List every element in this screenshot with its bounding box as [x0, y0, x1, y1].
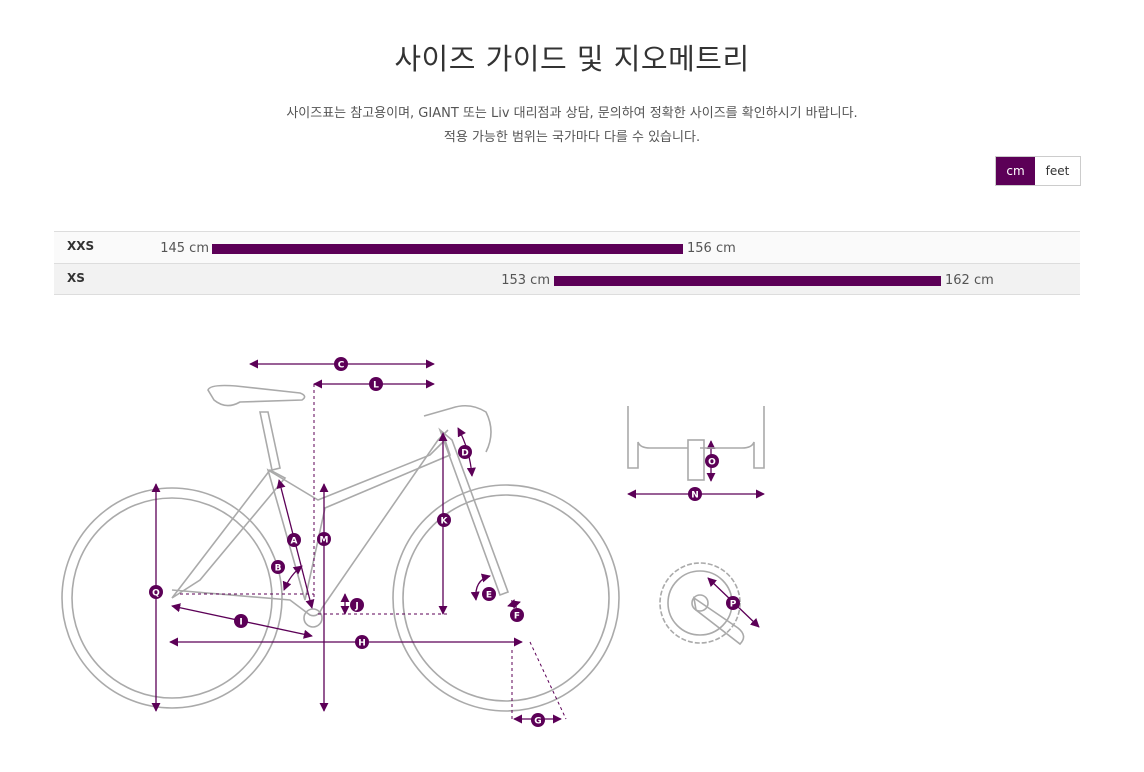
- geometry-diagram: A B C D E F G H I J K L M N O P Q: [61, 357, 765, 727]
- geometry-label-n: N: [688, 487, 702, 501]
- svg-text:E: E: [486, 591, 492, 601]
- size-label: XXS: [67, 239, 95, 253]
- size-row-xs: XS 153 cm 162 cm: [54, 263, 1080, 295]
- svg-text:P: P: [730, 600, 737, 610]
- svg-text:J: J: [354, 602, 358, 612]
- range-min-label: 153 cm: [501, 273, 550, 288]
- bike-outline: [61, 384, 620, 712]
- crank-center: [303, 608, 323, 628]
- size-note-line-1: 사이즈표는 참고용이며, GIANT 또는 Liv 대리점과 상담, 문의하여 …: [286, 106, 858, 121]
- height-range-bar: [212, 244, 683, 254]
- svg-text:N: N: [691, 491, 699, 501]
- geometry-label-e: E: [482, 587, 496, 601]
- height-range-bar: [554, 276, 941, 286]
- geometry-label-b: B: [271, 560, 285, 574]
- range-max-label: 162 cm: [945, 273, 994, 288]
- geometry-label-d: D: [458, 445, 472, 459]
- geometry-label-h: H: [355, 635, 369, 649]
- geometry-label-k: K: [437, 513, 451, 527]
- handlebar: [423, 404, 492, 453]
- geometry-label-p: P: [726, 596, 740, 610]
- svg-text:L: L: [373, 381, 379, 391]
- seatpost: [259, 411, 281, 471]
- svg-text:O: O: [708, 458, 716, 468]
- seat-stay: [171, 468, 287, 599]
- geometry-label-a: A: [287, 533, 301, 547]
- range-max-label: 156 cm: [687, 241, 736, 256]
- svg-text:G: G: [534, 717, 541, 727]
- svg-text:D: D: [461, 449, 468, 459]
- svg-text:A: A: [291, 537, 298, 547]
- geometry-label-f: F: [510, 608, 524, 622]
- geometry-label-c: C: [334, 357, 348, 371]
- geometry-label-m: M: [317, 532, 331, 546]
- size-note-line-2: 적용 가능한 범위는 국가마다 다를 수 있습니다.: [443, 130, 701, 145]
- svg-text:B: B: [275, 564, 282, 574]
- frame-lower: [171, 429, 449, 617]
- svg-text:H: H: [358, 639, 366, 649]
- svg-text:K: K: [441, 517, 449, 527]
- geometry-label-o: O: [705, 454, 719, 468]
- page-title: 사이즈 가이드 및 지오메트리: [394, 42, 750, 76]
- front-wheel: [392, 484, 620, 712]
- range-min-label: 145 cm: [160, 241, 209, 256]
- svg-text:Q: Q: [152, 589, 160, 599]
- svg-text:F: F: [514, 612, 520, 622]
- geometry-label-j: J: [350, 598, 364, 612]
- geometry-label-g: G: [531, 713, 545, 727]
- svg-text:C: C: [338, 361, 345, 371]
- svg-text:I: I: [239, 618, 242, 628]
- geometry-label-l: L: [369, 377, 383, 391]
- geometry-label-q: Q: [149, 585, 163, 599]
- handlebar-front-view: [627, 406, 765, 481]
- fork: [438, 427, 510, 597]
- size-row-xxs: XXS 145 cm 156 cm: [54, 231, 1080, 263]
- size-label: XS: [67, 271, 85, 285]
- unit-toggle: cm feet: [995, 156, 1081, 186]
- unit-cm-button[interactable]: cm: [996, 157, 1035, 185]
- frame-main: [266, 438, 451, 601]
- unit-feet-button[interactable]: feet: [1035, 157, 1080, 185]
- svg-text:M: M: [320, 536, 329, 546]
- size-chart: XXS 145 cm 156 cm XS 153 cm 162 cm: [54, 231, 1080, 295]
- saddle: [207, 384, 306, 407]
- geometry-label-i: I: [234, 614, 248, 628]
